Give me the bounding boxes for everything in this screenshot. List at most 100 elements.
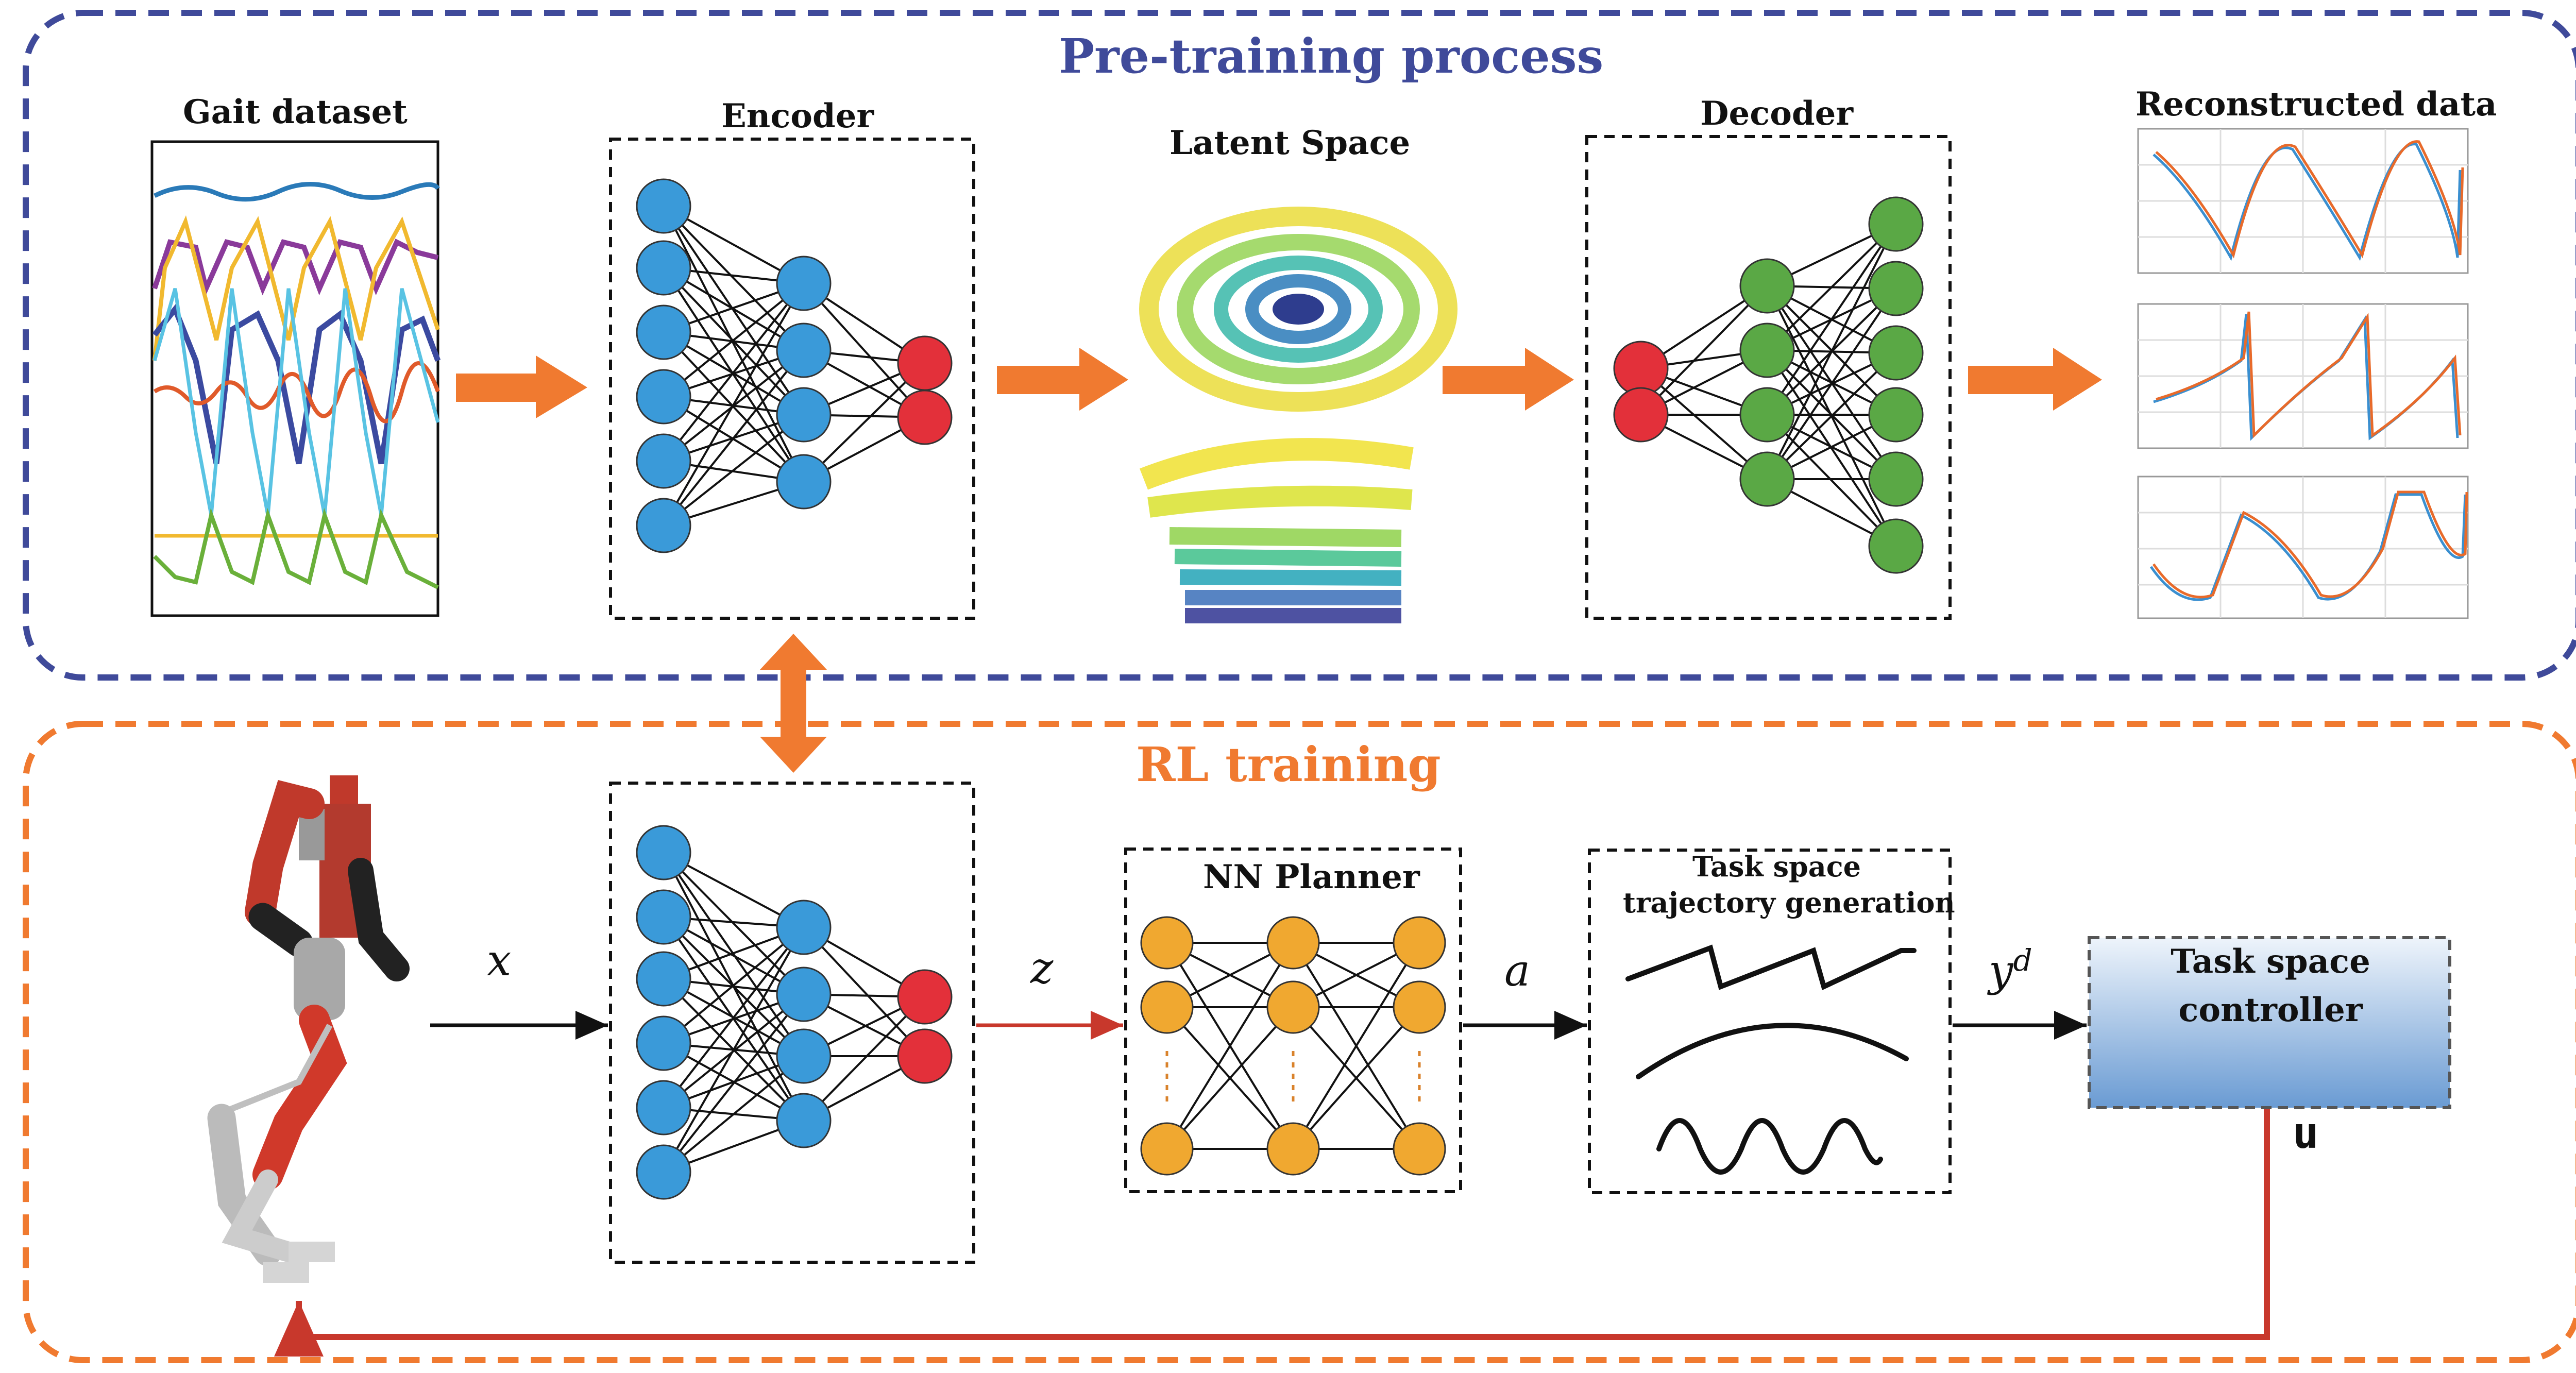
trajectory-curves [1625, 944, 1917, 1175]
encoder-top-edge [663, 414, 805, 527]
encoder-top-edge [663, 282, 805, 462]
gait-dataset-plot [150, 140, 441, 617]
nn-planner-node [1266, 916, 1320, 970]
nn-planner-label: NN Planner [1203, 858, 1420, 896]
reconstructed-plots [2137, 128, 2469, 619]
encoder-top-node [897, 389, 953, 445]
decoder-node [1613, 387, 1669, 443]
latent-space-scatter [1139, 207, 1458, 623]
encoder-top-node [776, 256, 832, 311]
gait-dataset-label: Gait dataset [183, 93, 408, 131]
encoder-rl-node [897, 969, 953, 1025]
encoder-rl-edge [663, 926, 805, 1109]
decoder-edge [1766, 352, 1897, 480]
shared-encoder-double-arrow [760, 634, 827, 773]
encoder-rl-edge [663, 993, 805, 1173]
trajectory-label-line2: trajectory generation [1623, 886, 1955, 919]
encoder-top-edge [663, 206, 805, 482]
signal-u: u [2293, 1108, 2319, 1158]
signal-y-sup: d [2013, 943, 2032, 978]
decoder-edge [1766, 287, 1897, 480]
trajectory-label-line1: Task space [1692, 850, 1861, 883]
encoder-top-node [776, 387, 832, 443]
encoder-rl-node [897, 1028, 953, 1084]
bipedal-robot-icon [207, 775, 410, 1283]
nn-planner-edge [1292, 1006, 1420, 1150]
encoder-rl-node [776, 1093, 832, 1148]
decoder-edge [1766, 349, 1897, 547]
decoder-edge [1766, 223, 1897, 416]
latent-space-label: Latent Space [1170, 124, 1411, 162]
nn-planner-node [1266, 980, 1320, 1034]
decoder-node [1739, 323, 1795, 378]
encoder-rl-node [636, 1015, 691, 1071]
decoder-node [1868, 261, 1924, 316]
trajectory-box [1588, 849, 1952, 1194]
encoder-rl-edge [663, 852, 805, 1057]
controller-box [2088, 936, 2451, 1109]
decoder-node [1868, 387, 1924, 443]
decoder-node [1739, 387, 1795, 443]
encoder-box-top [609, 138, 975, 620]
encoder-top-edge [663, 205, 805, 351]
decoder-node [1613, 341, 1669, 396]
encoder-rl-node [636, 889, 691, 945]
encoder-rl-edge [663, 1055, 805, 1173]
encoder-top-edge [663, 267, 805, 483]
nn-planner-edge [1166, 1006, 1294, 1150]
decoder-node [1868, 325, 1924, 381]
decoder-edge [1640, 367, 1768, 480]
encoder-rl-node [636, 825, 691, 880]
encoder-top-edge [803, 282, 926, 418]
rl-title: RL training [1136, 737, 1441, 792]
encoder-rl-edge [663, 852, 805, 995]
rl-frame [23, 721, 2576, 1363]
pretraining-frame [23, 10, 2576, 681]
encoder-rl-edge [803, 926, 926, 1057]
nn-planner-node [1393, 1122, 1446, 1176]
encoder-top-node [636, 304, 691, 360]
encoder-rl-edge [803, 996, 926, 1122]
nn-planner-node [1140, 980, 1194, 1034]
encoder-network-rl [636, 825, 953, 1200]
encoder-rl-node [776, 1028, 832, 1084]
decoder-edge [1766, 223, 1897, 351]
encoder-top-node [636, 498, 691, 553]
nn-planner-edge [1166, 942, 1294, 1150]
encoder-top-node [897, 335, 953, 391]
nn-planner-node [1140, 916, 1194, 970]
encoder-top-node [636, 178, 691, 234]
encoder-top-node [776, 454, 832, 510]
encoder-rl-edge [663, 926, 805, 1044]
signal-y: yd [1989, 943, 2032, 996]
encoder-top-node [636, 433, 691, 489]
feedback-arrow-u [274, 1108, 2270, 1357]
controller-label-line2: controller [2178, 991, 2363, 1029]
nn-planner-node [1393, 916, 1446, 970]
pretraining-title: Pre-training process [1059, 28, 1604, 84]
encoder-rl-node [636, 951, 691, 1007]
encoder-rl-node [776, 967, 832, 1022]
decoder-box [1585, 135, 1952, 620]
encoder-top-node [636, 240, 691, 296]
signal-z: z [1030, 943, 1054, 993]
decoder-edge [1640, 285, 1768, 416]
signal-y-base: y [1989, 945, 2013, 996]
signal-x: x [487, 935, 512, 986]
encoder-rl-node [776, 900, 832, 955]
signal-a: a [1504, 945, 1531, 996]
decoder-node [1868, 518, 1924, 574]
controller-label-line1: Task space [2171, 942, 2370, 981]
encoder-top-edge [663, 282, 805, 527]
nn-planner-box [1124, 847, 1462, 1193]
encoder-top-edge [663, 282, 805, 398]
decoder-edge [1766, 224, 1897, 480]
reconstructed-label: Reconstructed data [2136, 85, 2497, 124]
encoder-top-edge [803, 362, 926, 483]
nn-planner-node [1266, 1122, 1320, 1176]
encoder-rl-node [636, 1080, 691, 1135]
nn-planner-edge [1292, 942, 1420, 1150]
nn-planner-network [1140, 916, 1446, 1176]
decoder-label: Decoder [1700, 94, 1854, 133]
